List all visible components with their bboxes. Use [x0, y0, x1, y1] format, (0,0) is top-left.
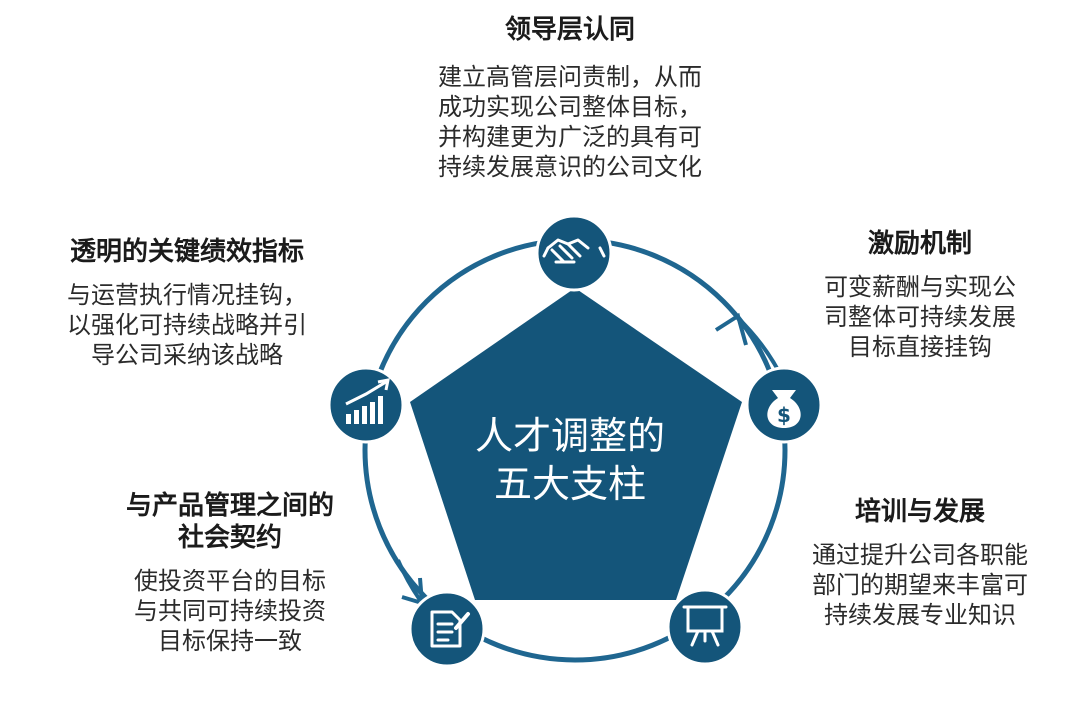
- pillar-desc-line: 持续发展意识的公司文化: [438, 153, 702, 181]
- pillar-title: 领导层认同: [504, 15, 635, 45]
- pillar-desc-line: 导公司采纳该战略: [91, 341, 283, 369]
- center-title-line-1: 人才调整的: [474, 414, 665, 458]
- pillar-icon-kpi: [327, 366, 405, 444]
- pillar-desc: 与运营执行情况挂钩， 以强化可持续战略并引 导公司采纳该战略: [12, 280, 362, 370]
- pillar-desc-line: 目标直接挂钩: [848, 333, 992, 361]
- pillar-title: 透明的关键绩效指标: [69, 237, 304, 267]
- pillar-title: 与产品管理之间的 社会契约: [80, 490, 380, 554]
- pillar-icon-incentive: $: [745, 366, 823, 444]
- pillar-title-line: 与产品管理之间的: [125, 491, 334, 521]
- pillar-desc: 建立高管层问责制，从而 成功实现公司整体目标， 并构建更为广泛的具有可 持续发展…: [380, 62, 760, 182]
- pillar-desc: 可变薪酬与实现公 司整体可持续发展 目标直接挂钩: [770, 272, 1070, 362]
- pillar-incentive: 激励机制 可变薪酬与实现公 司整体可持续发展 目标直接挂钩: [770, 228, 1070, 362]
- pillar-desc-line: 以强化可持续战略并引: [67, 311, 307, 339]
- cycle-arrow-left: [396, 559, 422, 602]
- pillar-title: 激励机制: [867, 229, 972, 259]
- pillar-desc: 通过提升公司各职能 部门的期望来丰富可 持续发展专业知识: [770, 540, 1070, 630]
- pillar-title-line: 社会契约: [177, 523, 282, 553]
- pillar-desc-line: 与共同可持续投资: [134, 597, 326, 625]
- pillar-desc-line: 司整体可持续发展: [824, 303, 1016, 331]
- center-title: 人才调整的 五大支柱: [400, 412, 740, 508]
- pillar-title: 培训与发展: [854, 497, 985, 527]
- pillar-desc-line: 并构建更为广泛的具有可: [438, 123, 702, 151]
- pillar-desc-line: 目标保持一致: [158, 627, 302, 655]
- pillar-icon-leadership: [535, 214, 613, 292]
- pillar-leadership: 领导层认同 建立高管层问责制，从而 成功实现公司整体目标， 并构建更为广泛的具有…: [380, 14, 760, 182]
- center-pentagon: [410, 288, 742, 600]
- document-pen-icon: [430, 610, 470, 648]
- pillar-desc-line: 持续发展专业知识: [824, 601, 1016, 629]
- pillar-kpi: 透明的关键绩效指标 与运营执行情况挂钩， 以强化可持续战略并引 导公司采纳该战略: [12, 236, 362, 370]
- pillar-desc-line: 部门的期望来丰富可: [812, 571, 1028, 599]
- pillar-icon-contract: [408, 590, 486, 668]
- svg-text:$: $: [777, 403, 791, 427]
- money-bag-icon: $: [767, 390, 801, 428]
- pillar-desc-line: 使投资平台的目标: [134, 567, 326, 595]
- center-title-line-2: 五大支柱: [493, 462, 646, 506]
- pillar-desc-line: 可变薪酬与实现公: [824, 273, 1016, 301]
- cycle-arrow-right-head: [714, 312, 748, 346]
- pillar-desc-line: 通过提升公司各职能: [812, 541, 1028, 569]
- pillar-contract: 与产品管理之间的 社会契约 使投资平台的目标 与共同可持续投资 目标保持一致: [80, 490, 380, 656]
- pillar-desc-line: 成功实现公司整体目标，: [438, 93, 702, 121]
- pillar-training: 培训与发展 通过提升公司各职能 部门的期望来丰富可 持续发展专业知识: [770, 496, 1070, 630]
- handshake-icon: [542, 238, 606, 264]
- pillar-desc-line: 建立高管层问责制，从而: [438, 63, 702, 91]
- presentation-board-icon: [682, 605, 728, 647]
- growth-chart-icon: [345, 378, 390, 424]
- pillar-icon-training: [666, 588, 744, 666]
- pillar-desc: 使投资平台的目标 与共同可持续投资 目标保持一致: [80, 566, 380, 656]
- pillar-desc-line: 与运营执行情况挂钩，: [67, 281, 307, 309]
